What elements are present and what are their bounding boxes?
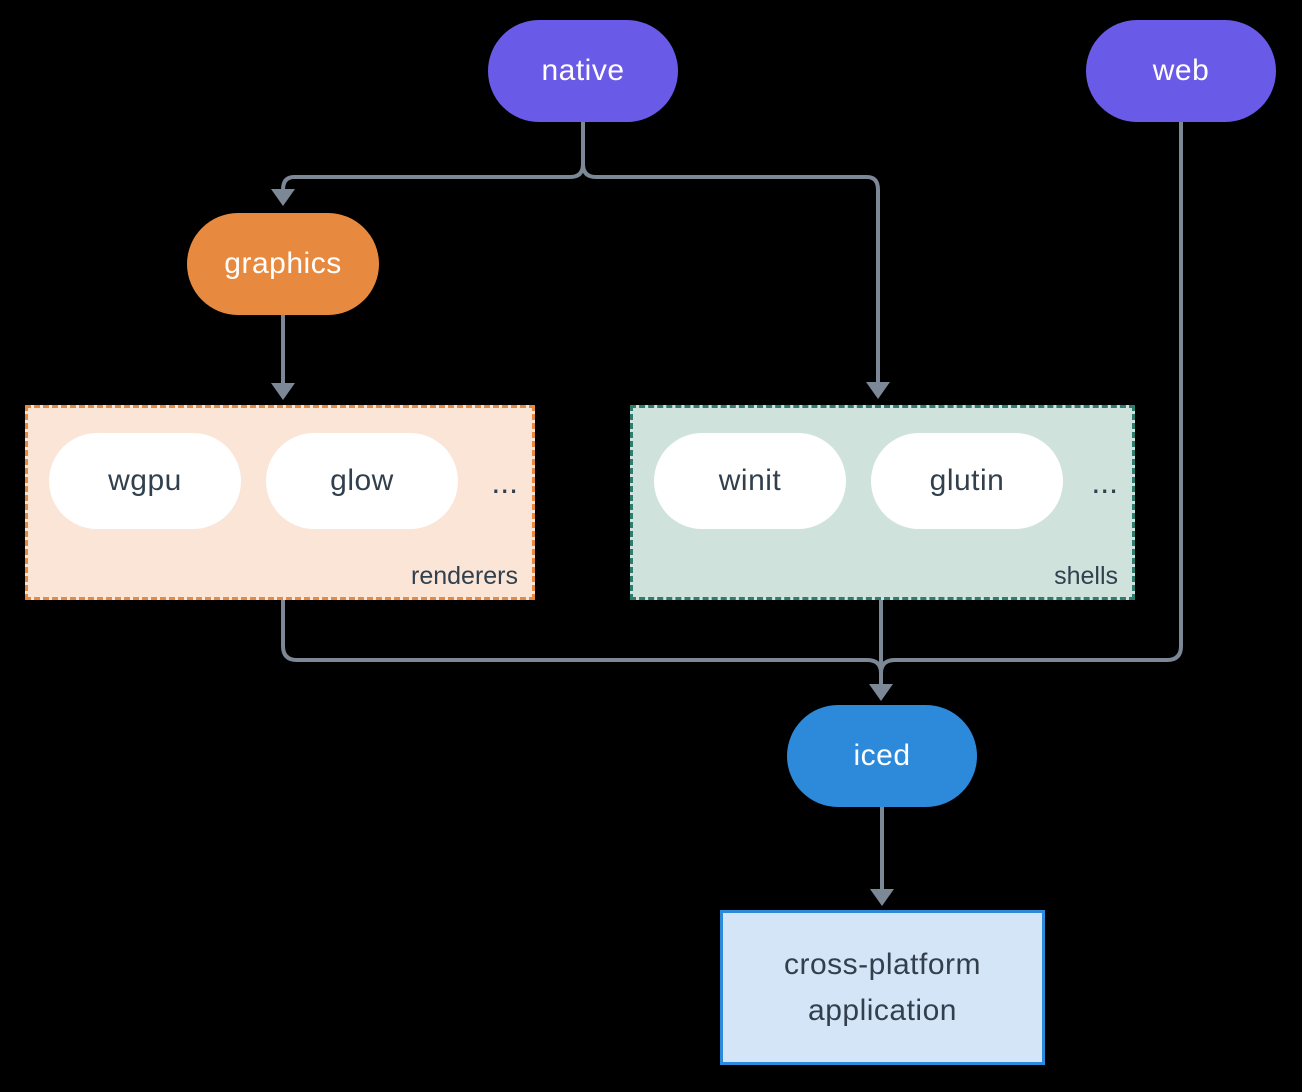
edge-native-graphics [281, 122, 585, 191]
node-glutin: glutin [871, 433, 1063, 529]
renderers-ellipsis: ... [491, 464, 518, 500]
group-shells: winit glutin ... shells [630, 405, 1135, 600]
node-graphics: graphics [187, 213, 379, 315]
shells-ellipsis: ... [1091, 464, 1118, 500]
edge-native-shells [581, 163, 880, 383]
node-iced: iced [787, 705, 977, 807]
node-glow: glow [266, 433, 458, 529]
node-native: native [488, 20, 678, 122]
node-wgpu: wgpu [49, 433, 241, 529]
node-web: web [1086, 20, 1276, 122]
arrowhead-shells [866, 382, 890, 399]
edge-renderers-iced [281, 600, 883, 674]
renderers-label: renderers [411, 562, 518, 590]
arrowhead-application [870, 889, 894, 906]
arrowhead-iced [869, 684, 893, 701]
shells-label: shells [1054, 562, 1118, 590]
node-winit: winit [654, 433, 846, 529]
arrowhead-graphics [271, 189, 295, 206]
application-label-line2: application [808, 993, 957, 1027]
node-cross-platform-application: cross-platform application [720, 910, 1045, 1065]
application-label-line1: cross-platform [783, 947, 982, 981]
group-renderers: wgpu glow ... renderers [25, 405, 535, 600]
arrowhead-renderers [271, 383, 295, 400]
